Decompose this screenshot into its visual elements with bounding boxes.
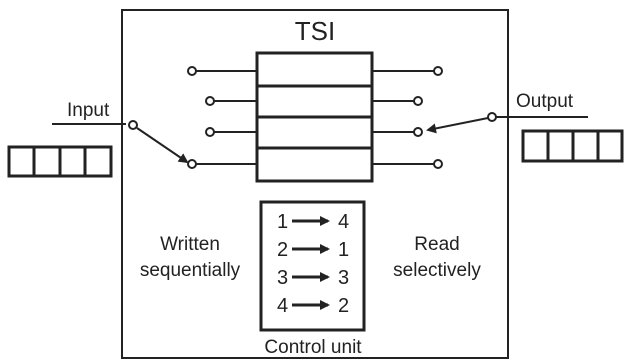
- memory-stack: [255, 51, 374, 183]
- mapping-to-1: 4: [338, 211, 349, 233]
- control-mapping: 1 4 2 1 3 3 4 2: [277, 211, 349, 317]
- read-terminals: [372, 66, 443, 169]
- write-terminal-node: [205, 96, 215, 106]
- read-label: Read: [414, 234, 459, 255]
- output-buffer: [521, 129, 624, 163]
- control-unit-box: [259, 200, 366, 332]
- tsi-frame: [121, 9, 509, 359]
- selectively-label: selectively: [393, 260, 481, 281]
- control-unit-label: Control unit: [264, 337, 362, 358]
- mapping-to-4: 2: [338, 295, 349, 317]
- input-label: Input: [67, 100, 110, 121]
- sequentially-label: sequentially: [140, 260, 241, 281]
- written-label: Written: [160, 234, 220, 255]
- mapping-to-3: 3: [338, 267, 349, 289]
- mapping-from-2: 2: [277, 239, 288, 261]
- mapping-to-2: 1: [338, 239, 349, 261]
- output-label: Output: [516, 91, 574, 112]
- read-terminal-node: [433, 66, 443, 76]
- write-terminal-node: [205, 127, 215, 137]
- write-terminal-node: [187, 159, 197, 169]
- input-switch-pivot: [128, 120, 138, 130]
- read-terminal-node: [433, 159, 443, 169]
- write-terminals: [187, 66, 257, 169]
- output-switch-pivot: [487, 112, 497, 122]
- mapping-from-4: 4: [277, 295, 288, 317]
- input-switch-arm: [136, 127, 189, 164]
- mapping-from-3: 3: [277, 267, 288, 289]
- tsi-title: TSI: [295, 16, 335, 46]
- write-terminal-node: [187, 66, 197, 76]
- output-switch-arm: [426, 117, 489, 134]
- input-buffer: [7, 145, 113, 178]
- mapping-from-1: 1: [277, 211, 288, 233]
- read-terminal-node: [413, 96, 423, 106]
- read-terminal-node: [413, 127, 423, 137]
